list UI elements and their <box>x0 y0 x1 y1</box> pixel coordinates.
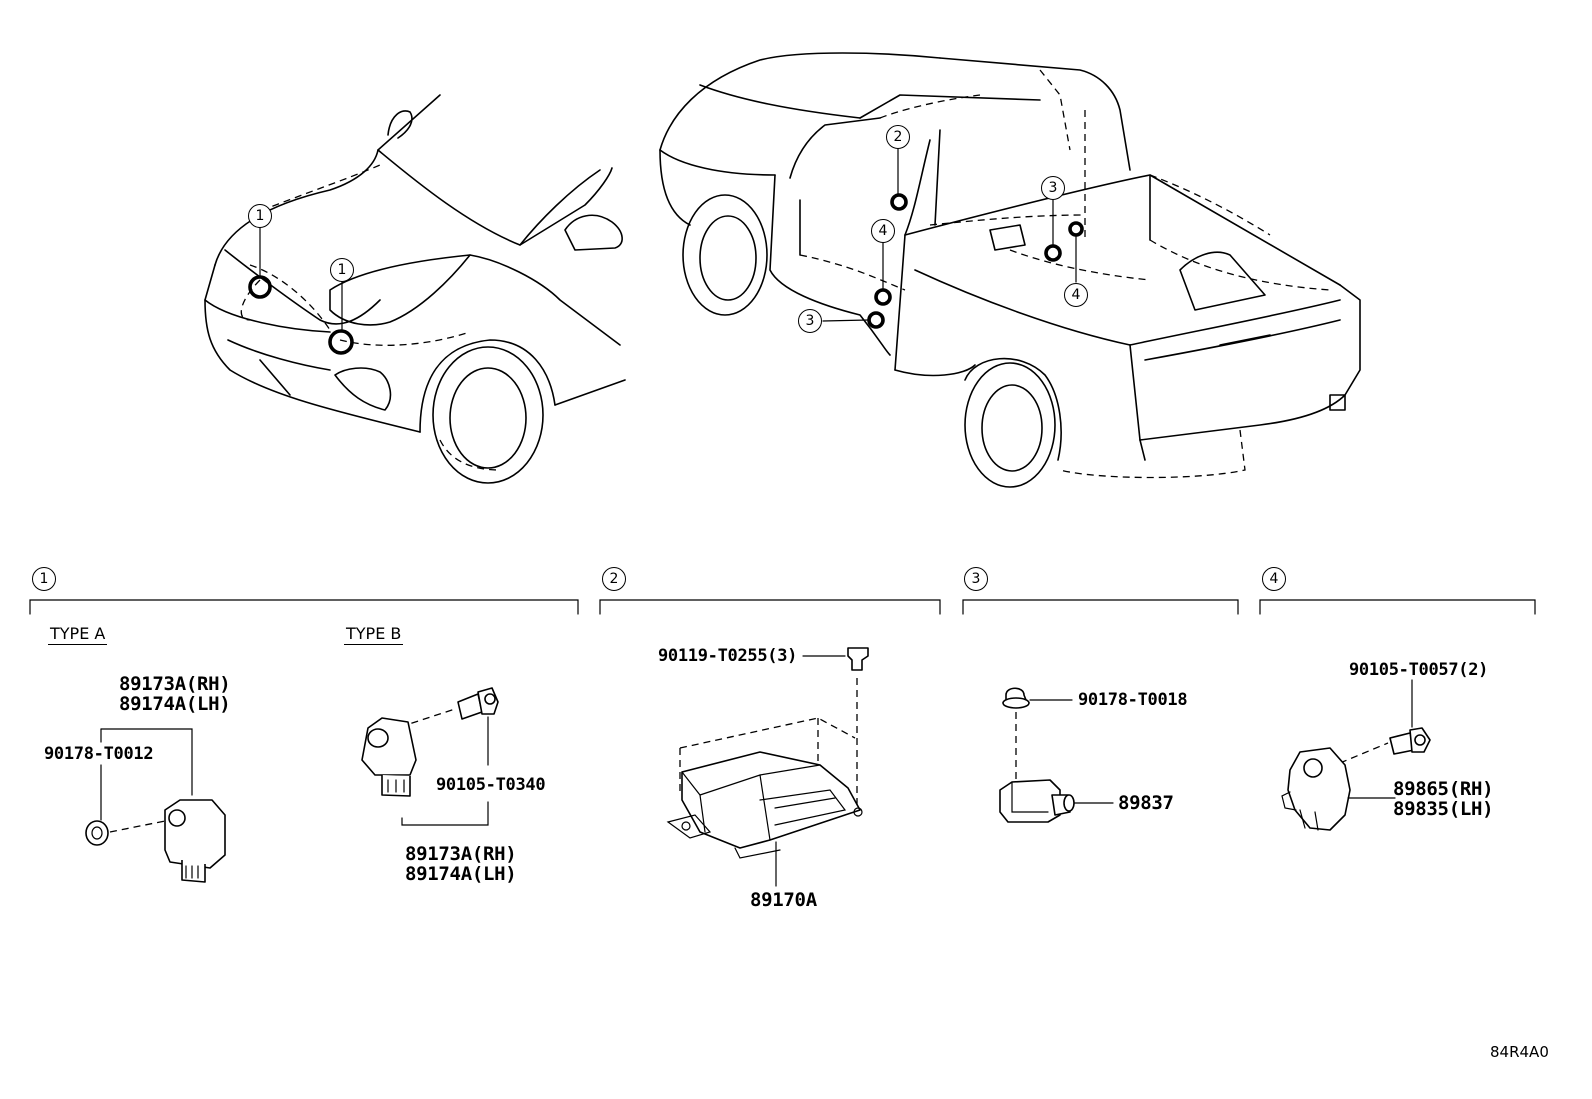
sensor-89837-shape <box>999 779 1061 823</box>
cab-mark-4-rear <box>1068 221 1084 237</box>
section4-drawing <box>1281 679 1431 831</box>
cab-mark-3-rear <box>1044 244 1062 262</box>
callout-front-right: 1 <box>330 258 354 282</box>
diagram-code: 84R4A0 <box>1490 1043 1549 1061</box>
part-90105-t0057: 90105-T0057(2) <box>1349 660 1489 680</box>
callout-cab-3-front: 3 <box>798 309 822 333</box>
section-3-number: 3 <box>964 567 988 591</box>
part-90178-t0018: 90178-T0018 <box>1078 690 1188 710</box>
front-sensor-mark-right <box>328 329 354 355</box>
section-1-number: 1 <box>32 567 56 591</box>
section-brackets <box>29 599 1536 615</box>
callout-cab-4-rear: 4 <box>1064 283 1088 307</box>
callout-front-left: 1 <box>248 204 272 228</box>
section-2-number: 2 <box>602 567 626 591</box>
section2-drawing <box>666 647 869 887</box>
bolt-90119-shape <box>847 647 869 671</box>
section-4-number: 4 <box>1262 567 1286 591</box>
airbag-module-shape <box>681 751 861 849</box>
section3-drawing <box>999 687 1114 823</box>
section1-drawing <box>85 687 499 883</box>
clip-90178-t0012-shape <box>85 820 109 846</box>
part-89174a-lh-type-b: 89174A(LH) <box>405 863 517 885</box>
part-89170a: 89170A <box>750 889 817 911</box>
part-90105-t0340: 90105-T0340 <box>436 775 546 795</box>
type-a-label: TYPE A <box>48 624 108 645</box>
type-b-label: TYPE B <box>344 624 404 645</box>
cab-mark-4-front <box>874 288 892 306</box>
callout-cab-2: 2 <box>886 125 910 149</box>
part-90178-t0012: 90178-T0012 <box>44 744 154 764</box>
part-90119-t0255: 90119-T0255(3) <box>658 646 798 666</box>
part-89174a-lh-type-a: 89174A(LH) <box>119 693 231 715</box>
cab-mark-2 <box>890 193 908 211</box>
callout-cab-4-front: 4 <box>871 219 895 243</box>
pickup-vehicle-drawing <box>659 52 1361 488</box>
part-89173a-rh-type-b: 89173A(RH) <box>405 843 517 865</box>
part-89173a-rh-type-a: 89173A(RH) <box>119 673 231 695</box>
cab-mark-3-front <box>867 311 885 329</box>
part-89835-lh: 89835(LH) <box>1393 798 1494 820</box>
part-89865-rh: 89865(RH) <box>1393 778 1494 800</box>
part-89837: 89837 <box>1118 792 1174 814</box>
callout-cab-3-rear: 3 <box>1041 176 1065 200</box>
front-vehicle-drawing <box>204 94 626 484</box>
